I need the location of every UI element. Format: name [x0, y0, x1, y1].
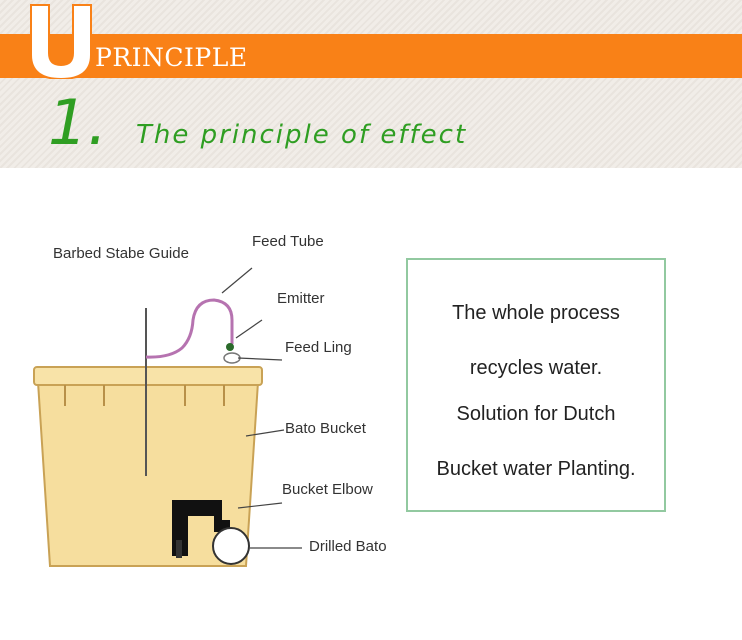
info-line: recycles water.: [469, 357, 603, 379]
label-barbed-guide: Barbed Stabe Guide: [53, 245, 189, 262]
label-bucket-elbow: Bucket Elbow: [282, 481, 373, 498]
section-title: The principle of effect: [136, 120, 468, 150]
drilled-bato: [212, 527, 250, 565]
header-title: PRINCIPLE: [95, 43, 248, 72]
header-background: [0, 0, 742, 168]
bucket-rim: [33, 366, 263, 386]
bucket-elbow: [172, 500, 230, 556]
leader-lines: [221, 267, 302, 549]
feed-ling: [223, 352, 241, 364]
label-bato-bucket: Bato Bucket: [285, 420, 366, 437]
info-line: Solution for Dutch: [456, 403, 616, 425]
label-drilled-bato: Drilled Bato: [309, 538, 387, 555]
u-logo-icon: [30, 4, 92, 79]
header-bar: [0, 34, 742, 78]
info-line: Bucket water Planting.: [436, 458, 636, 480]
rim-ticks: [64, 385, 225, 406]
label-feed-tube: Feed Tube: [252, 233, 324, 250]
section-number: 1.: [48, 86, 108, 159]
label-emitter: Emitter: [277, 290, 325, 307]
emitter: [226, 343, 234, 351]
info-box: The whole process recycles water. Soluti…: [406, 258, 666, 512]
label-feed-ling: Feed Ling: [285, 339, 352, 356]
feed-tube: [145, 298, 234, 359]
info-line: The whole process: [452, 302, 620, 324]
